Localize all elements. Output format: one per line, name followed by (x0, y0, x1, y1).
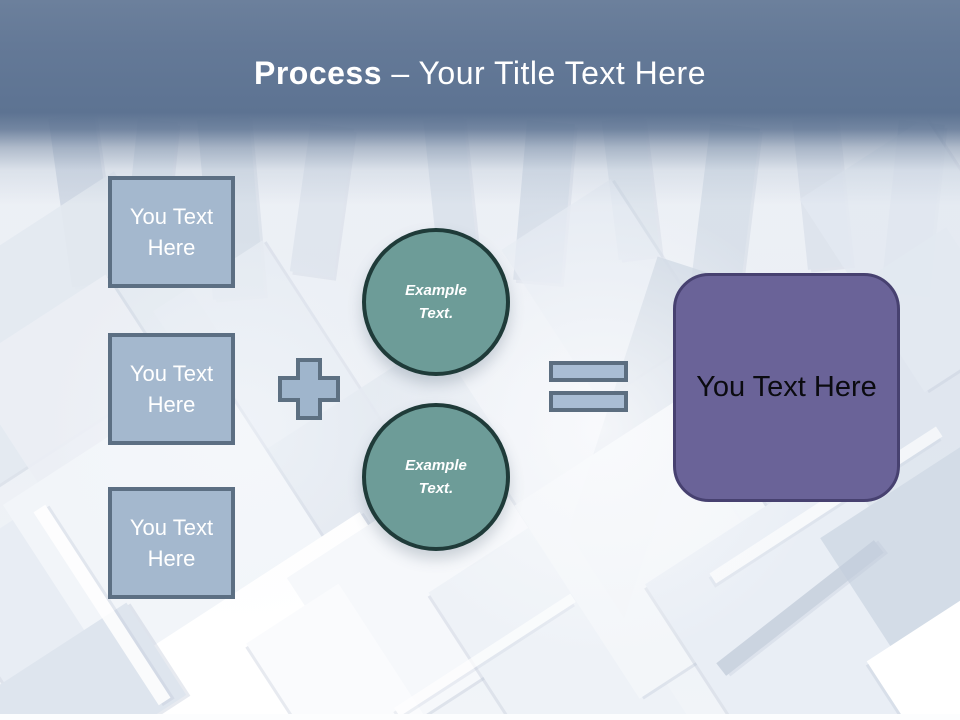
text-box-1-label: You Text Here (129, 203, 214, 260)
equals-icon (549, 361, 628, 413)
header-band (0, 0, 960, 205)
title-text: Your Title Text Here (418, 55, 706, 91)
bottom-strip (0, 714, 960, 720)
text-box-2[interactable]: You Text Here (108, 333, 235, 445)
equals-bar-top (549, 361, 628, 382)
result-box[interactable]: You Text Here (673, 273, 900, 502)
example-circle-1-label: Example Text. (405, 281, 467, 322)
text-box-2-label: You Text Here (129, 360, 214, 417)
equals-bar-bottom (549, 391, 628, 412)
text-box-3[interactable]: You Text Here (108, 487, 235, 599)
example-circle-2[interactable]: Example Text. (362, 403, 510, 551)
example-circle-2-label: Example Text. (405, 456, 467, 497)
title-emphasis: Process (253, 55, 383, 91)
slide-title[interactable]: Process – Your Title Text Here (0, 55, 960, 92)
example-circle-1[interactable]: Example Text. (362, 228, 510, 376)
plus-icon (277, 357, 341, 421)
text-box-3-label: You Text Here (129, 514, 214, 571)
title-separator: – (391, 55, 410, 91)
text-box-1[interactable]: You Text Here (108, 176, 235, 288)
result-box-label: You Text Here (696, 371, 877, 403)
